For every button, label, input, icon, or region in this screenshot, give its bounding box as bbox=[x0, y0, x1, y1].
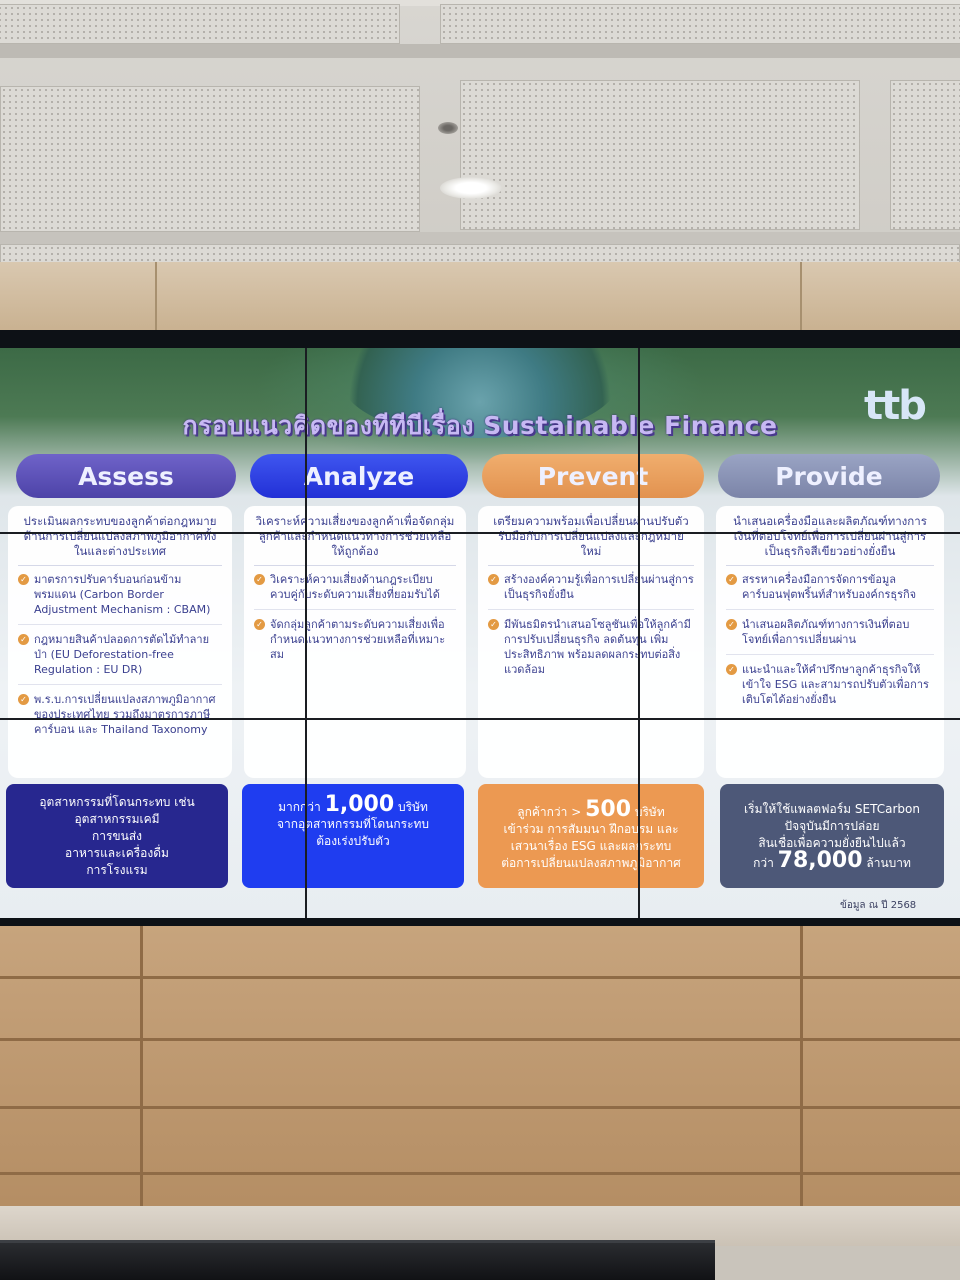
stat-number: 1,000 bbox=[324, 792, 395, 817]
stat-line: เข้าร่วม การสัมมนา ฝึกอบรม และ bbox=[503, 821, 679, 836]
list-item: ✓ วิเคราะห์ความเสี่ยงด้านกฎระเบียบควบคู่ก… bbox=[254, 572, 456, 610]
list-item-text: สรรหาเครื่องมือการจัดการข้อมูลคาร์บอนฟุต… bbox=[742, 573, 917, 601]
check-icon: ✓ bbox=[254, 574, 265, 585]
check-icon: ✓ bbox=[254, 619, 265, 630]
stat-headline: ลูกค้ากว่า > 500 บริษัท bbox=[517, 798, 665, 821]
sprinkler-icon bbox=[438, 122, 458, 134]
check-icon: ✓ bbox=[18, 634, 29, 645]
list-item-text: สร้างองค์ความรู้เพื่อการเปลี่ยนผ่านสู่กา… bbox=[504, 573, 694, 601]
stat-prefix: กว่า bbox=[753, 855, 774, 870]
ceiling-tile bbox=[0, 4, 400, 44]
stat-number: 500 bbox=[585, 796, 632, 822]
stat-number: 78,000 bbox=[777, 847, 863, 873]
card-intro: ประเมินผลกระทบของลูกค้าต่อกฎหมายด้านการเ… bbox=[18, 514, 222, 566]
ceiling-beam bbox=[0, 44, 960, 58]
stat-headline: กว่า 78,000 ล้านบาท bbox=[753, 849, 911, 872]
list-item: ✓ นำเสนอผลิตภัณฑ์ทางการเงินที่ตอบโจทย์เพื… bbox=[726, 617, 934, 655]
pillar-prevent-stat: ลูกค้ากว่า > 500 บริษัท เข้าร่วม การสัมม… bbox=[478, 784, 704, 888]
list-item-text: นำเสนอผลิตภัณฑ์ทางการเงินที่ตอบโจทย์เพื่… bbox=[742, 618, 910, 646]
list-item: ✓ จัดกลุ่มลูกค้าตามระดับความเสี่ยงเพื่อกำ… bbox=[254, 617, 456, 669]
check-icon: ✓ bbox=[726, 664, 737, 675]
pillar-assess-stat: อุตสาหกรรมที่โดนกระทบ เช่น อุตสาหกรรมเคม… bbox=[6, 784, 228, 888]
pillar-provide-header: Provide bbox=[718, 454, 940, 498]
pillar-prevent-card: เตรียมความพร้อมเพื่อเปลี่ยนผ่านปรับตัวรั… bbox=[478, 506, 704, 778]
list-item: ✓ มีพันธมิตรนำเสนอโซลูชันเพื่อให้ลูกค้ามี… bbox=[488, 617, 694, 684]
screen-bezel bbox=[638, 348, 640, 918]
pillar-assess-header: Assess bbox=[16, 454, 236, 498]
ceiling-beam bbox=[0, 232, 960, 244]
stat-line: อุตสาหกรรมที่โดนกระทบ เช่น bbox=[39, 794, 195, 809]
list-item: ✓ กฎหมายสินค้าปลอดการตัดไม้ทำลายป่า (EU D… bbox=[18, 632, 222, 685]
check-icon: ✓ bbox=[726, 619, 737, 630]
stat-line: สินเชื่อเพื่อความยั่งยืนไปแล้ว bbox=[758, 835, 906, 850]
stat-line: ต่อการเปลี่ยนแปลงสภาพภูมิอากาศ bbox=[501, 855, 681, 870]
video-wall: กรอบแนวคิดของทีทีบีเรื่อง Sustainable Fi… bbox=[0, 330, 960, 926]
pillar-assess-card: ประเมินผลกระทบของลูกค้าต่อกฎหมายด้านการเ… bbox=[8, 506, 232, 778]
monitor-top bbox=[0, 1240, 715, 1280]
list-item-text: แนะนำและให้คำปรึกษาลูกค้าธุรกิจให้เข้าใจ… bbox=[742, 663, 929, 706]
stat-prefix: มากกว่า bbox=[278, 800, 321, 814]
screen-bezel bbox=[305, 348, 307, 918]
ceiling-tile bbox=[0, 86, 420, 232]
wall-upper bbox=[0, 262, 960, 332]
screen-bezel bbox=[0, 532, 960, 534]
list-item: ✓ สรรหาเครื่องมือการจัดการข้อมูลคาร์บอนฟุ… bbox=[726, 572, 934, 610]
stat-suffix: บริษัท bbox=[398, 800, 428, 814]
ceiling-tile bbox=[0, 244, 960, 264]
slide-title: กรอบแนวคิดของทีทีบีเรื่อง Sustainable Fi… bbox=[182, 411, 778, 440]
list-item-text: กฎหมายสินค้าปลอดการตัดไม้ทำลายป่า (EU De… bbox=[34, 633, 210, 676]
pillar-provide-stat: เริ่มให้ใช้แพลตฟอร์ม SETCarbon ปัจจุบันม… bbox=[720, 784, 944, 888]
ceiling-tile bbox=[460, 80, 860, 230]
list-item: ✓ มาตรการปรับคาร์บอนก่อนข้ามพรมแดน (Carbo… bbox=[18, 572, 222, 625]
list-item: ✓ พ.ร.บ.การเปลี่ยนแปลงสภาพภูมิอากาศ ของปร… bbox=[18, 692, 222, 744]
stat-suffix: บริษัท bbox=[634, 804, 665, 819]
check-icon: ✓ bbox=[18, 694, 29, 705]
screen-bezel bbox=[0, 718, 960, 720]
list-item-text: วิเคราะห์ความเสี่ยงด้านกฎระเบียบควบคู่กั… bbox=[270, 573, 440, 601]
card-intro: เตรียมความพร้อมเพื่อเปลี่ยนผ่านปรับตัวรั… bbox=[488, 514, 694, 566]
card-intro: นำเสนอเครื่องมือและผลิตภัณฑ์ทางการเงินที… bbox=[726, 514, 934, 566]
list-item: ✓ แนะนำและให้คำปรึกษาลูกค้าธุรกิจให้เข้าใ… bbox=[726, 662, 934, 714]
data-footnote: ข้อมูล ณ ปี 2568 bbox=[840, 900, 917, 911]
stat-headline: มากกว่า 1,000 บริษัท bbox=[278, 794, 428, 816]
stat-line: อุตสาหกรรมเคมี bbox=[74, 811, 160, 826]
stat-line: ปัจจุบันมีการปล่อย bbox=[784, 818, 880, 833]
ceiling-tile bbox=[440, 4, 960, 44]
ceiling-light bbox=[440, 177, 502, 199]
list-item-text: มาตรการปรับคาร์บอนก่อนข้ามพรมแดน (Carbon… bbox=[34, 573, 211, 616]
pillar-analyze-header: Analyze bbox=[250, 454, 468, 498]
list-item-text: พ.ร.บ.การเปลี่ยนแปลงสภาพภูมิอากาศ ของประ… bbox=[34, 693, 216, 736]
stat-line: เสวนาเรื่อง ESG และผลกระทบ bbox=[510, 838, 672, 853]
check-icon: ✓ bbox=[488, 619, 499, 630]
list-item-text: จัดกลุ่มลูกค้าตามระดับความเสี่ยงเพื่อกำห… bbox=[270, 618, 446, 661]
ceiling-tile bbox=[890, 80, 960, 230]
check-icon: ✓ bbox=[488, 574, 499, 585]
stat-line: การโรงแรม bbox=[86, 862, 148, 877]
check-icon: ✓ bbox=[18, 574, 29, 585]
stat-suffix: ล้านบาท bbox=[866, 855, 911, 870]
check-icon: ✓ bbox=[726, 574, 737, 585]
list-item-text: มีพันธมิตรนำเสนอโซลูชันเพื่อให้ลูกค้ามีก… bbox=[504, 618, 691, 676]
stat-line: การขนส่ง bbox=[91, 828, 143, 843]
stat-line: เริ่มให้ใช้แพลตฟอร์ม SETCarbon bbox=[744, 801, 920, 816]
ttb-logo: ttb bbox=[864, 383, 927, 429]
stat-line: ต้องเร่งปรับตัว bbox=[316, 834, 390, 848]
pillar-analyze-card: วิเคราะห์ความเสี่ยงของลูกค้าเพื่อจัดกลุ่… bbox=[244, 506, 466, 778]
desk-ledge bbox=[0, 1206, 960, 1246]
pillar-prevent-header: Prevent bbox=[482, 454, 704, 498]
stat-prefix: ลูกค้ากว่า > bbox=[517, 804, 582, 819]
pillar-provide-card: นำเสนอเครื่องมือและผลิตภัณฑ์ทางการเงินที… bbox=[716, 506, 944, 778]
stat-line: อาหารและเครื่องดื่ม bbox=[65, 845, 169, 860]
ceiling bbox=[0, 0, 960, 275]
card-intro: วิเคราะห์ความเสี่ยงของลูกค้าเพื่อจัดกลุ่… bbox=[254, 514, 456, 566]
ceiling-trim bbox=[0, 0, 960, 6]
wood-wall bbox=[0, 926, 960, 1216]
pillar-analyze-stat: มากกว่า 1,000 บริษัท จากอุตสาหกรรมที่โดน… bbox=[242, 784, 464, 888]
slide: กรอบแนวคิดของทีทีบีเรื่อง Sustainable Fi… bbox=[0, 348, 960, 918]
stat-line: จากอุตสาหกรรมที่โดนกระทบ bbox=[276, 817, 430, 831]
list-item: ✓ สร้างองค์ความรู้เพื่อการเปลี่ยนผ่านสู่ก… bbox=[488, 572, 694, 610]
